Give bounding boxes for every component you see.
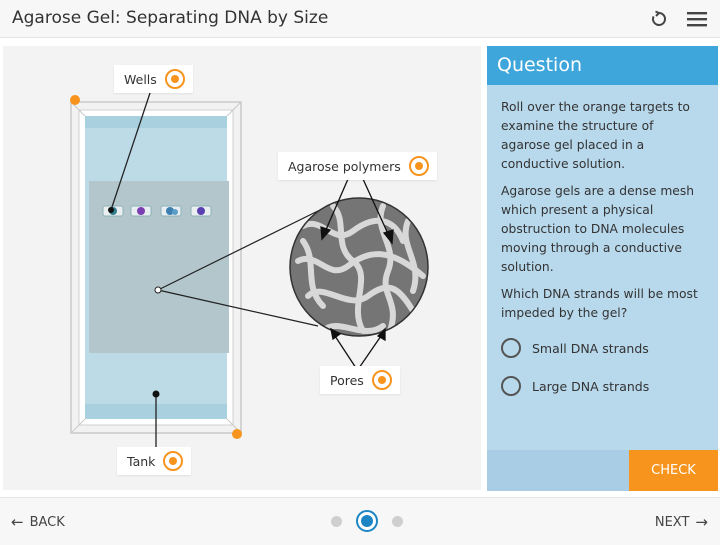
question-paragraph: Agarose gels are a dense mesh which pres…: [501, 184, 695, 274]
page-dot-2-active[interactable]: [356, 510, 378, 532]
option-label: Large DNA strands: [532, 378, 650, 394]
bottom-navigation: ← BACK NEXT →: [0, 497, 720, 545]
label-wells: Wells: [114, 65, 193, 93]
label-pores: Pores: [320, 366, 400, 394]
option-label: Small DNA strands: [532, 340, 649, 356]
label-wells-text: Wells: [124, 71, 157, 87]
tank-corner-handle: [232, 429, 242, 439]
page-dot-1[interactable]: [331, 515, 342, 527]
back-label: BACK: [29, 514, 65, 530]
title-bar: Agarose Gel: Separating DNA by Size: [0, 0, 720, 38]
target-icon[interactable]: [408, 156, 429, 176]
target-icon[interactable]: [163, 451, 184, 471]
arrow-right-icon: →: [695, 513, 708, 531]
option-small-dna[interactable]: Small DNA strands: [501, 335, 704, 361]
tank-corner-handle: [70, 95, 80, 105]
option-large-dna[interactable]: Large DNA strands: [501, 373, 704, 399]
label-tank-text: Tank: [127, 453, 156, 469]
reset-button[interactable]: [646, 6, 672, 32]
next-label: NEXT: [654, 514, 690, 530]
arrow-left-icon: ←: [11, 513, 24, 531]
page-title: Agarose Gel: Separating DNA by Size: [12, 8, 329, 28]
menu-button[interactable]: [684, 6, 710, 32]
label-tank: Tank: [117, 447, 192, 475]
page-indicator: [321, 510, 413, 532]
question-prompt: Which DNA strands will be most impeded b…: [501, 287, 698, 320]
hamburger-menu-icon: [687, 12, 707, 27]
target-icon[interactable]: [164, 69, 185, 89]
next-button[interactable]: NEXT →: [655, 513, 708, 531]
back-button[interactable]: ← BACK: [11, 513, 65, 531]
label-pores-text: Pores: [330, 372, 364, 388]
question-body: Roll over the orange targets to examine …: [487, 85, 718, 399]
label-agarose-polymers-text: Agarose polymers: [288, 158, 401, 174]
question-heading: Question: [487, 46, 718, 85]
page-dot-3[interactable]: [392, 515, 403, 527]
check-button[interactable]: CHECK: [629, 450, 718, 491]
gel-diagram: [70, 83, 429, 448]
label-agarose-polymers: Agarose polymers: [278, 152, 437, 180]
radio-button[interactable]: [501, 376, 521, 396]
radio-button[interactable]: [501, 338, 521, 358]
question-paragraph: Roll over the orange targets to examine …: [501, 100, 690, 171]
question-panel: Question Roll over the orange targets to…: [487, 46, 718, 491]
diagram-stage: Wells Agarose polymers Pores Tank: [3, 46, 481, 490]
target-icon[interactable]: [371, 370, 392, 390]
reset-icon: [652, 10, 666, 26]
magnified-gel-view: [289, 197, 429, 337]
